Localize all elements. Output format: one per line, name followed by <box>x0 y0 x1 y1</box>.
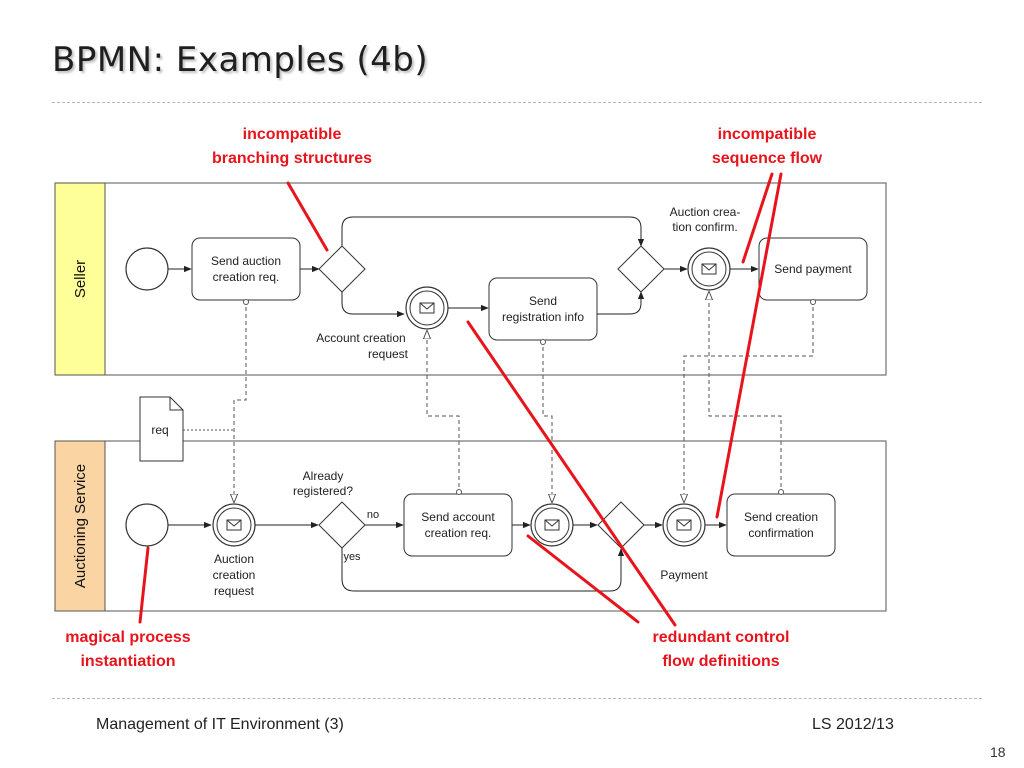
page-number: 18 <box>990 744 1006 760</box>
auctioning-lane-label: Auctioning Service <box>72 464 89 588</box>
title-divider <box>52 102 982 103</box>
branch-label-no: no <box>367 509 379 521</box>
task-label: Send <box>529 294 557 308</box>
task-label: Send account <box>421 510 495 524</box>
slide-title: BPMN: Examples (4b) <box>52 40 429 80</box>
auction-confirm-label: tion confirm. <box>672 220 737 234</box>
annotation-pointer-lines <box>138 172 783 627</box>
registration-info-catch-event <box>530 503 574 547</box>
auctioning-start-event <box>125 503 169 547</box>
annotation-incompatible-branching: branching structures <box>212 150 372 167</box>
seller-start-event <box>125 247 169 291</box>
gateway-question: registered? <box>293 484 353 498</box>
payment-catch-event <box>662 503 706 547</box>
task-send-registration-info <box>488 277 598 341</box>
gateway-question: Already <box>303 469 344 483</box>
account-creation-label: Account creation <box>316 331 405 345</box>
seller-lane-label: Seller <box>72 260 89 298</box>
auction-request-label: request <box>214 584 255 598</box>
task-label: Send creation <box>744 510 818 524</box>
annotation-incompatible-branching: incompatible <box>243 126 342 143</box>
annotation-incompatible-sequence-flow: incompatible <box>718 126 817 143</box>
message-flow-sources <box>243 299 816 495</box>
auction-request-catch-event <box>212 503 256 547</box>
annotation-magical-instantiation: instantiation <box>80 653 175 670</box>
req-data-object: req <box>139 396 184 462</box>
req-label: req <box>151 423 168 437</box>
auction-confirm-catch-event <box>687 247 731 291</box>
annotation-incompatible-sequence-flow: sequence flow <box>712 150 823 167</box>
account-creation-label: request <box>368 347 409 361</box>
payment-label: Payment <box>660 568 708 582</box>
auction-request-label: Auction <box>214 552 254 566</box>
task-label: registration info <box>502 310 584 324</box>
seller-lane-header <box>54 182 106 376</box>
account-creation-catch-event <box>405 286 449 330</box>
task-label: confirmation <box>748 526 813 540</box>
footer-semester: LS 2012/13 <box>812 716 894 733</box>
annotation-magical-instantiation: magical process <box>65 629 191 646</box>
task-label: creation req. <box>425 526 492 540</box>
task-label: Send payment <box>774 262 852 276</box>
footer-course: Management of IT Environment (3) <box>96 716 344 733</box>
task-send-creation-confirmation <box>726 493 836 557</box>
annotation-redundant-control-flow: flow definitions <box>662 653 779 670</box>
annotation-redundant-control-flow: redundant control <box>653 629 790 646</box>
task-send-account-creation-req <box>403 493 513 557</box>
footer-divider <box>52 698 982 699</box>
branch-label-yes: yes <box>343 551 361 563</box>
bpmn-diagram: Seller Auctioning Service Send auction c… <box>54 126 887 670</box>
auction-request-label: creation <box>213 568 256 582</box>
auctioning-lane-header <box>54 440 106 612</box>
task-label: creation req. <box>213 270 280 284</box>
auction-confirm-label: Auction crea- <box>670 205 741 219</box>
task-send-auction-creation-req <box>191 237 301 301</box>
seller-merge-gateway <box>617 245 665 293</box>
task-label: Send auction <box>211 254 281 268</box>
